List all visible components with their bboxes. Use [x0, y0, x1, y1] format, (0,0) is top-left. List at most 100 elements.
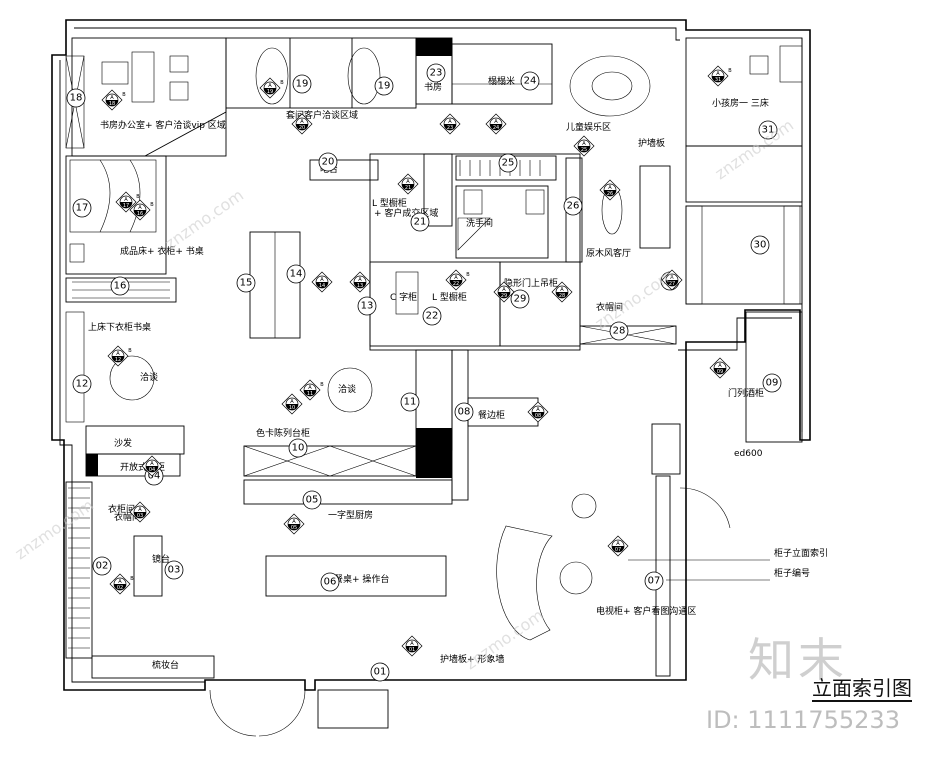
cabinet-number-13: 13 — [357, 296, 377, 316]
room-label-kids_room: 小孩房一 三床 — [712, 97, 769, 109]
room-label-sofa: 沙发 — [114, 437, 132, 449]
elevation-marker-04: A04 — [141, 455, 163, 477]
room-label-mirror: 镜台 — [152, 553, 170, 565]
svg-text:13: 13 — [357, 283, 363, 289]
room-label-wall_front: 护墙板+ 形象墙 — [440, 653, 504, 665]
svg-text:01: 01 — [409, 647, 415, 653]
cabinet-number-03: 03 — [164, 560, 184, 580]
legend-leaders — [628, 559, 770, 581]
svg-text:30: 30 — [754, 240, 767, 251]
room-label-dining_counter: 色卡陈列台柜 — [256, 427, 310, 439]
elevation-marker-23: A23 — [439, 113, 461, 135]
svg-text:A: A — [560, 287, 564, 293]
svg-text:A: A — [670, 275, 674, 281]
svg-text:23: 23 — [447, 125, 453, 131]
svg-text:09: 09 — [717, 369, 723, 375]
watermark-2: znzmo.com — [591, 265, 677, 333]
svg-text:A: A — [718, 363, 722, 369]
cabinet-number-26: 26 — [563, 196, 583, 216]
elevation-marker-21: A21 — [397, 173, 419, 195]
elevation-marker-07: A07 — [607, 535, 629, 557]
svg-text:B: B — [128, 348, 132, 354]
cabinet-number-12: 12 — [72, 374, 92, 394]
svg-text:A: A — [116, 351, 120, 357]
room-label-l_cab: L 型橱柜 — [372, 197, 407, 209]
svg-text:12: 12 — [115, 357, 121, 363]
svg-text:A: A — [320, 277, 324, 283]
svg-text:18: 18 — [109, 101, 115, 107]
room-label-log_living: 原木风客厅 — [586, 247, 631, 259]
svg-text:19: 19 — [296, 79, 309, 90]
elevation-marker-08: A08 — [527, 401, 549, 423]
watermark-3: znzmo.com — [11, 495, 97, 563]
svg-text:B: B — [728, 68, 732, 74]
svg-text:11: 11 — [307, 391, 313, 397]
cabinet-number-30: 30 — [750, 235, 770, 255]
cabinet-number-31: 31 — [758, 120, 778, 140]
elevation-marker-12: A12 B — [107, 345, 132, 367]
room-label-cloak: 衣帽间 — [596, 301, 623, 313]
elevation-marker-01: A01 — [401, 635, 423, 657]
room-label-bunk: 上床下衣柜书桌 — [88, 321, 151, 333]
room-label-bedroom: 成品床+ 衣柜+ 书桌 — [120, 245, 204, 257]
svg-text:17: 17 — [123, 203, 129, 209]
svg-text:26: 26 — [567, 201, 580, 212]
cabinet-number-28: 28 — [609, 321, 629, 341]
svg-text:A: A — [582, 141, 586, 147]
svg-text:18: 18 — [70, 93, 83, 104]
svg-text:A: A — [268, 83, 272, 89]
elevation-marker-27: A27 — [661, 269, 683, 291]
room-label-l_cab_area: + 客户成交区域 — [374, 207, 438, 219]
svg-text:A: A — [292, 519, 296, 525]
room-label-wine: 门列酒柜 — [728, 387, 764, 399]
cabinet-number-19: 19 — [292, 74, 312, 94]
cabinet-number-20: 20 — [318, 152, 338, 172]
svg-text:26: 26 — [607, 191, 613, 197]
svg-text:28: 28 — [613, 326, 626, 337]
dimension-label: ed600 — [734, 449, 763, 459]
cabinet-number-07: 07 — [644, 571, 664, 591]
svg-text:09: 09 — [766, 378, 779, 389]
cabinet-number-08: 08 — [454, 402, 474, 422]
svg-text:10: 10 — [289, 405, 295, 411]
svg-text:24: 24 — [524, 76, 537, 87]
svg-text:A: A — [716, 71, 720, 77]
svg-text:B: B — [280, 80, 284, 86]
svg-text:A: A — [406, 179, 410, 185]
id-label: ID: 1111755233 — [706, 706, 900, 734]
svg-text:14: 14 — [319, 283, 325, 289]
svg-text:03: 03 — [137, 513, 143, 519]
legend-cab-number: 柜子编号 — [774, 567, 810, 579]
svg-text:29: 29 — [514, 294, 527, 305]
svg-text:A: A — [308, 385, 312, 391]
cabinet-number-14: 14 — [286, 264, 306, 284]
svg-text:22: 22 — [426, 311, 439, 322]
room-label-l_cab_b: L 型橱柜 — [432, 291, 467, 303]
svg-text:A: A — [124, 197, 128, 203]
cabinet-number-18: 18 — [66, 88, 86, 108]
top-rooms — [65, 37, 803, 203]
svg-text:08: 08 — [535, 413, 541, 419]
room-label-sideboard: 餐边柜 — [478, 409, 505, 421]
elevation-marker-13: A13 — [349, 271, 371, 293]
living-dining — [65, 311, 803, 737]
svg-text:A: A — [454, 275, 458, 281]
svg-text:02: 02 — [96, 561, 109, 572]
svg-text:20: 20 — [299, 125, 305, 131]
svg-text:14: 14 — [290, 269, 303, 280]
room-labels: 书房办公室+ 客户洽谈vip 区域套间客户洽谈区域书房榻榻米儿童娱乐区护墙板小孩… — [88, 75, 769, 671]
cabinet-number-02: 02 — [92, 556, 112, 576]
svg-text:24: 24 — [493, 125, 499, 131]
svg-text:A: A — [138, 507, 142, 513]
cabinet-number-17: 17 — [72, 198, 92, 218]
legend: 柜子立面索引 柜子编号 ed600 — [734, 449, 828, 579]
svg-text:25: 25 — [581, 147, 587, 153]
svg-text:21: 21 — [414, 217, 427, 228]
svg-text:B: B — [466, 272, 470, 278]
svg-text:02: 02 — [117, 585, 123, 591]
